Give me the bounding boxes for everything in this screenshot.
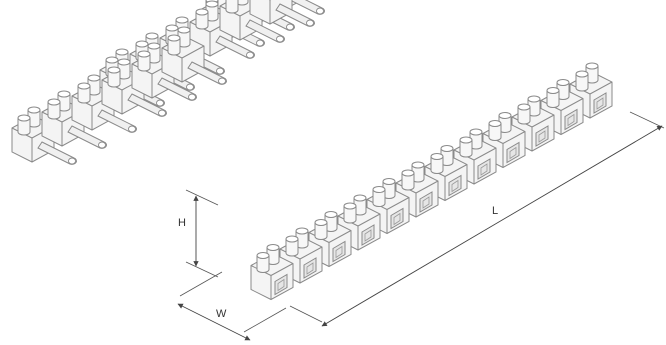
- height-label: H: [178, 217, 186, 229]
- height-dimension: H: [178, 189, 219, 278]
- width-dimension: W: [177, 271, 287, 341]
- rear-terminal-strips: [11, 0, 325, 165]
- length-dimension: L: [289, 111, 665, 327]
- length-label: L: [492, 205, 498, 217]
- front-terminal-strip: [250, 62, 613, 300]
- width-label: W: [216, 308, 227, 320]
